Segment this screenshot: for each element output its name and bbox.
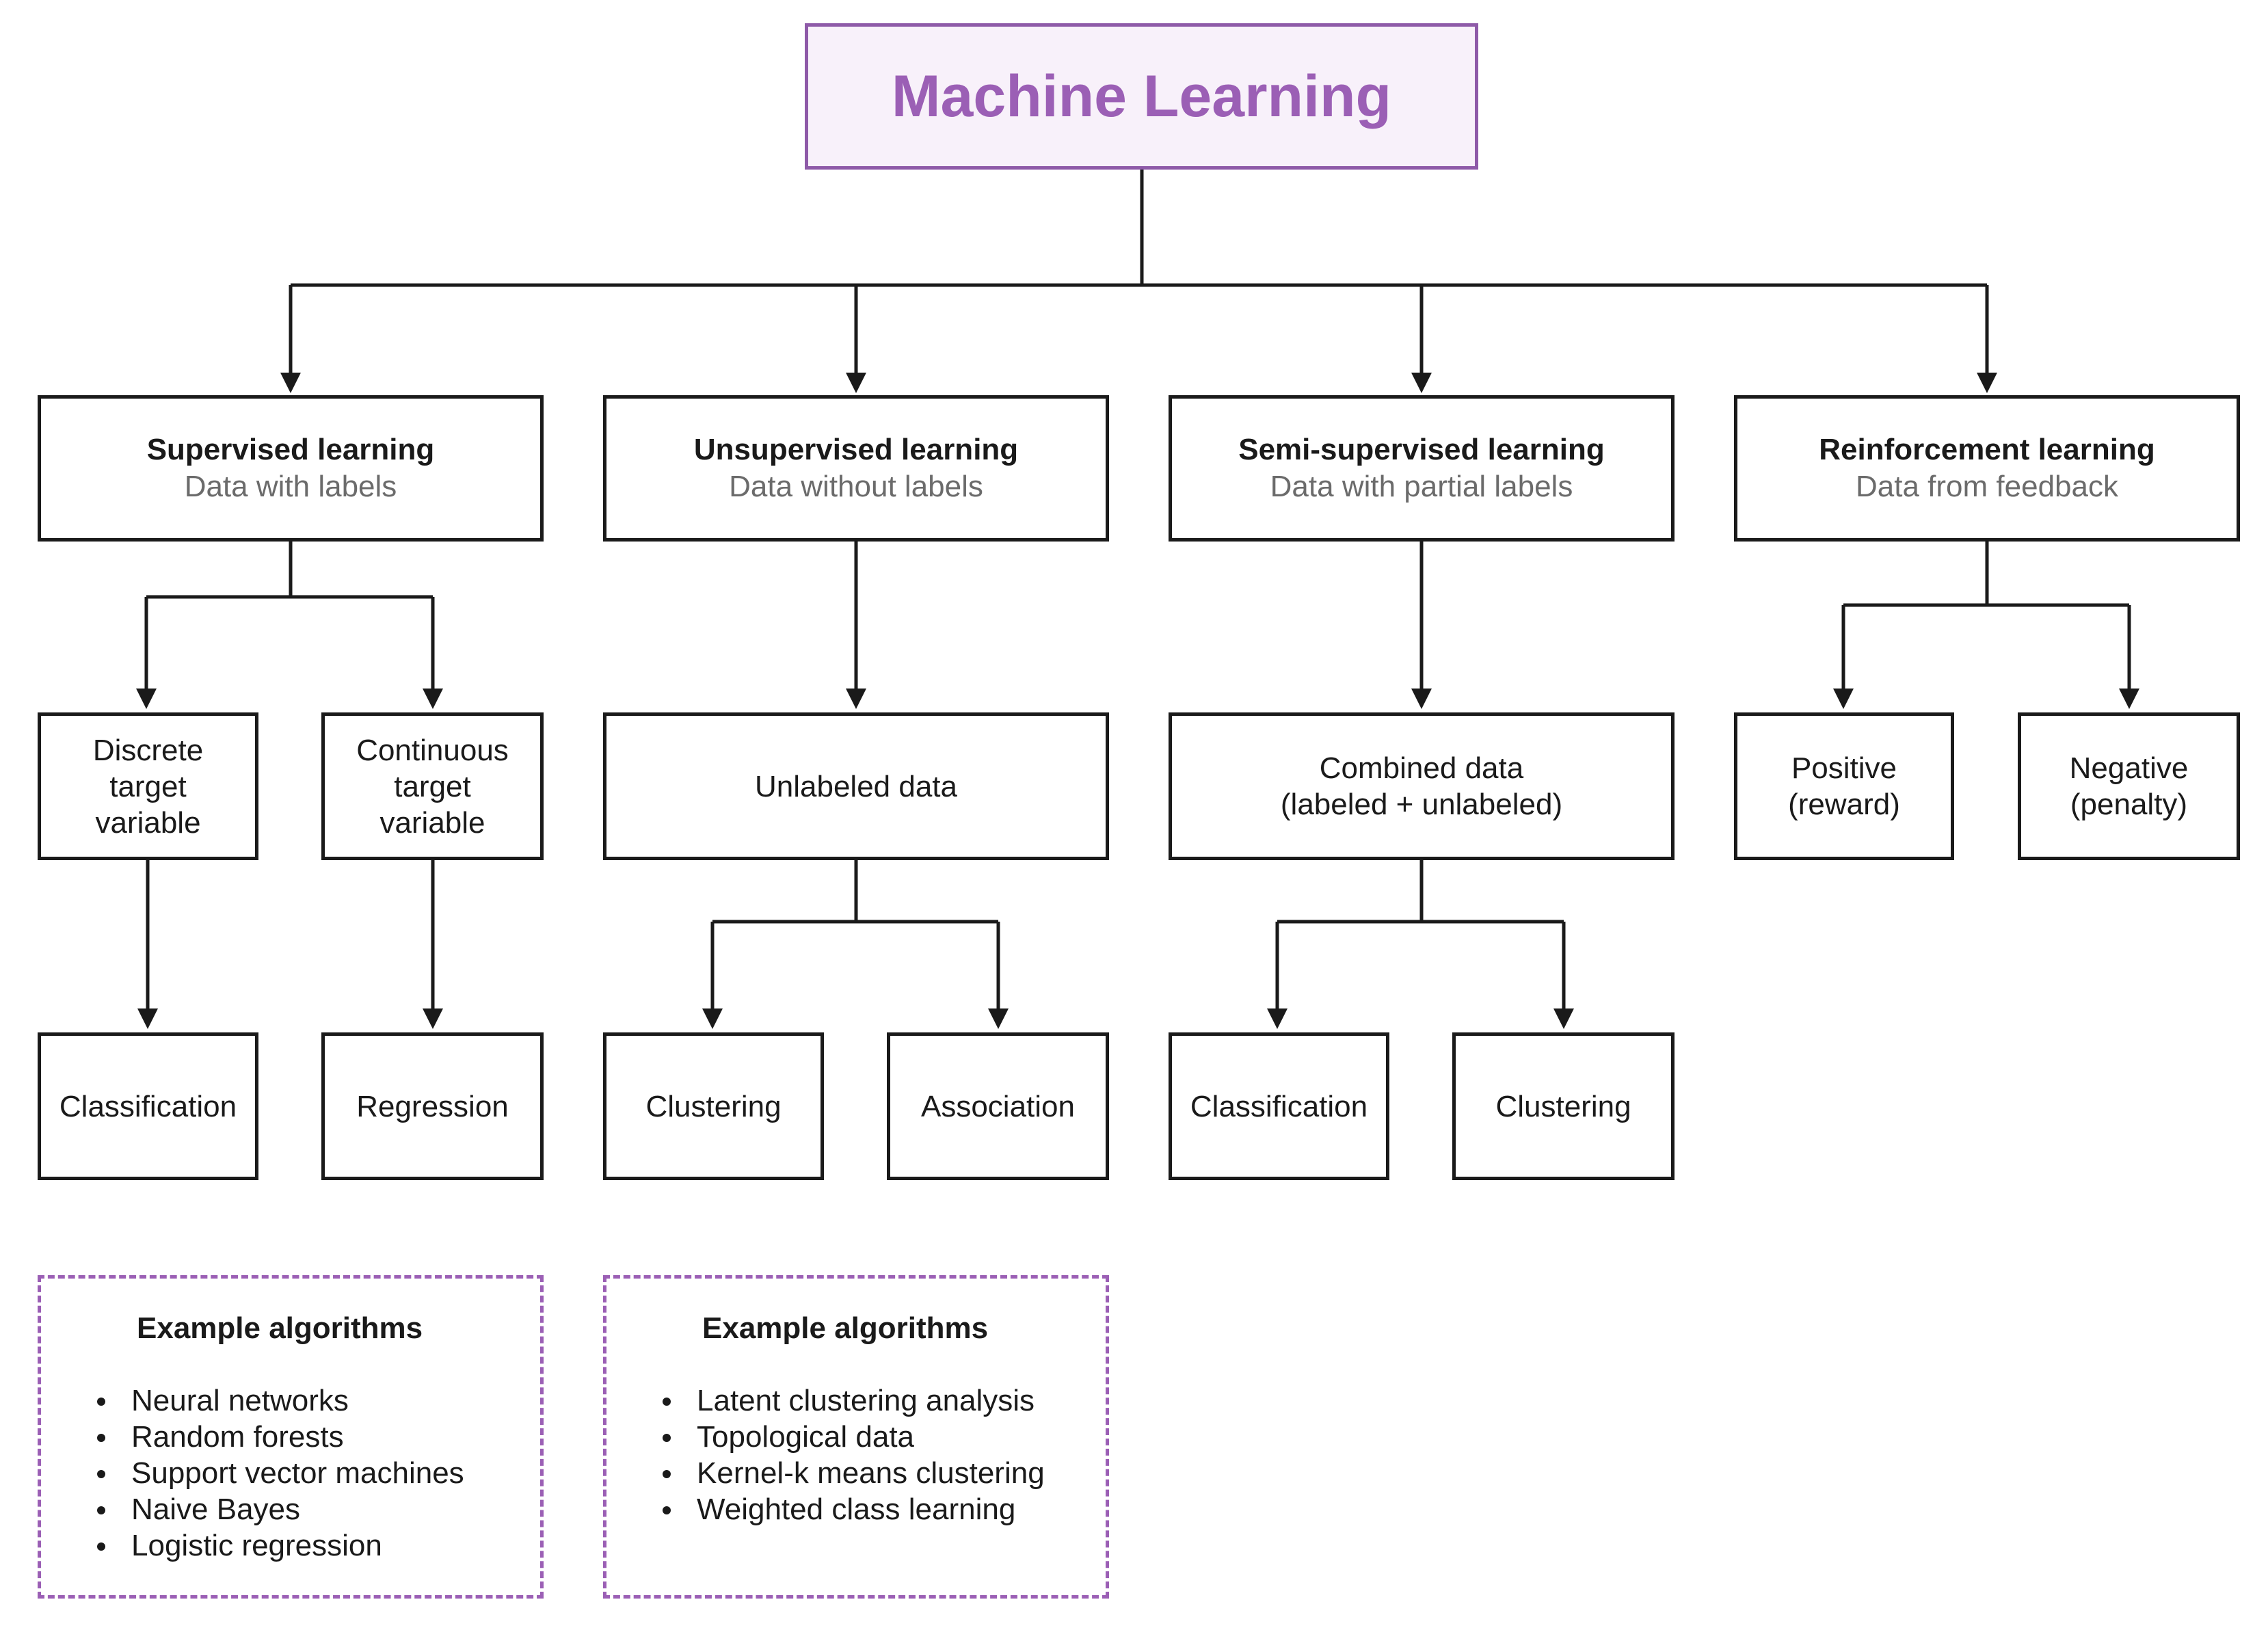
diagram-title: Machine Learning (891, 63, 1392, 129)
discrete-target-node: Discrete target variable (38, 712, 258, 860)
semi-clustering-node: Clustering (1452, 1032, 1675, 1180)
node-label: Discrete target variable (92, 733, 204, 840)
node-label: Positive (reward) (1788, 751, 1900, 821)
node-label: Clustering (1495, 1089, 1631, 1123)
list-item: Kernel-k means clustering (663, 1455, 1045, 1491)
category-title: Reinforcement learning (1819, 433, 2155, 466)
list-item: Random forests (97, 1419, 464, 1455)
list-item: Support vector machines (97, 1455, 464, 1491)
list-item: Weighted class learning (663, 1491, 1045, 1527)
positive-reward-node: Positive (reward) (1734, 712, 1954, 860)
node-label: Classification (1190, 1089, 1368, 1123)
list-item: Topological data (663, 1419, 1045, 1455)
category-title: Semi-supervised learning (1238, 433, 1605, 466)
supervised-examples-box: Example algorithms Neural networks Rando… (38, 1275, 544, 1599)
category-subtitle: Data without labels (729, 470, 983, 503)
unsupervised-learning-node: Unsupervised learning Data without label… (603, 395, 1109, 542)
node-label: Unlabeled data (754, 769, 957, 803)
supervised-learning-node: Supervised learning Data with labels (38, 395, 544, 542)
node-label: Clustering (645, 1089, 782, 1123)
node-label: Combined data (labeled + unlabeled) (1280, 751, 1563, 821)
list-item: Latent clustering analysis (663, 1382, 1045, 1419)
association-node: Association (887, 1032, 1109, 1180)
negative-penalty-node: Negative (penalty) (2018, 712, 2240, 860)
list-item: Logistic regression (97, 1527, 464, 1564)
category-subtitle: Data from feedback (1856, 470, 2118, 503)
classification-node: Classification (38, 1032, 258, 1180)
node-label: Regression (356, 1089, 509, 1123)
semi-classification-node: Classification (1169, 1032, 1389, 1180)
examples-list: Latent clustering analysis Topological d… (663, 1382, 1045, 1527)
unsupervised-examples-box: Example algorithms Latent clustering ana… (603, 1275, 1109, 1599)
list-item: Naive Bayes (97, 1491, 464, 1527)
node-label: Association (920, 1089, 1075, 1123)
examples-title: Example algorithms (137, 1311, 423, 1345)
list-item: Neural networks (97, 1382, 464, 1419)
node-label: Classification (59, 1089, 237, 1123)
category-subtitle: Data with labels (184, 470, 397, 503)
clustering-node: Clustering (603, 1032, 824, 1180)
node-label: Negative (penalty) (2069, 751, 2189, 821)
category-title: Unsupervised learning (693, 433, 1019, 466)
node-label: Continuous target variable (356, 733, 509, 840)
reinforcement-learning-node: Reinforcement learning Data from feedbac… (1734, 395, 2240, 542)
unlabeled-data-node: Unlabeled data (603, 712, 1109, 860)
category-subtitle: Data with partial labels (1270, 470, 1573, 503)
root-node: Machine Learning (805, 23, 1478, 170)
combined-data-node: Combined data (labeled + unlabeled) (1169, 712, 1675, 860)
examples-title: Example algorithms (702, 1311, 989, 1345)
continuous-target-node: Continuous target variable (321, 712, 544, 860)
category-title: Supervised learning (146, 433, 435, 466)
regression-node: Regression (321, 1032, 544, 1180)
examples-list: Neural networks Random forests Support v… (97, 1382, 464, 1564)
semi-supervised-learning-node: Semi-supervised learning Data with parti… (1169, 395, 1675, 542)
